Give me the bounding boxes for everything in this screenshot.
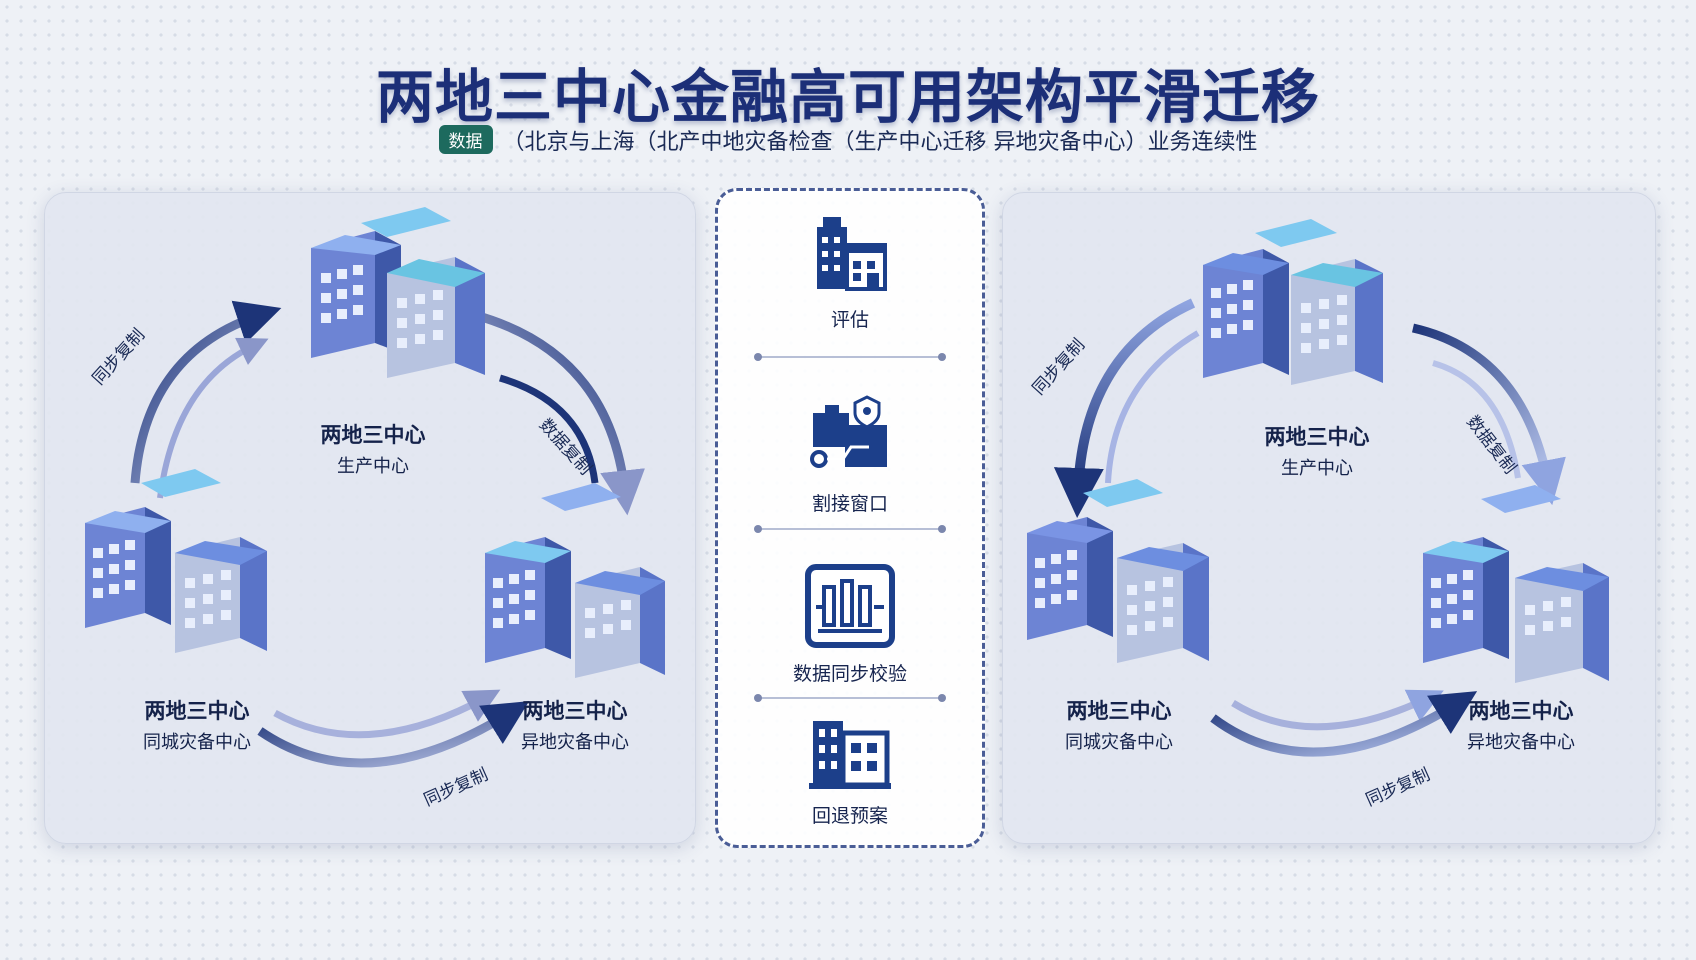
subtitle-text: （北京与上海（北产中地灾备检查（生产中心迁移 异地灾备中心）业务连续性 xyxy=(502,130,1258,155)
top-building-cluster xyxy=(1203,219,1383,385)
right-arrow-inner xyxy=(1432,360,1521,479)
right-top-label: 两地三中心 生产中心 xyxy=(1264,425,1370,479)
page-title: 两地三中心金融高可用架构平滑迁移 xyxy=(375,63,1320,131)
bottom-arrow-outer xyxy=(1210,691,1478,757)
right-br-label: 两地三中心 异地灾备中心 xyxy=(1467,699,1575,753)
bottom-arrow-inner xyxy=(1231,689,1444,731)
left-diagram xyxy=(85,207,665,768)
left-arrow-outer xyxy=(1053,298,1196,518)
bottom-arrow-outer xyxy=(257,701,530,768)
sync-check-icon xyxy=(805,564,895,648)
step-sync-check: 数据同步校验 xyxy=(718,561,982,686)
bottom-arrow-inner xyxy=(273,689,501,739)
left-architecture-panel: 两地三中心 生产中心 两地三中心 同城灾备中心 两地三中心 异地灾备中心 同步复… xyxy=(44,192,696,844)
bottom-right-building-cluster xyxy=(1423,485,1609,683)
right-diagram xyxy=(1027,219,1609,757)
bottom-right-building-cluster xyxy=(485,483,665,678)
step-label: 割接窗口 xyxy=(811,493,888,515)
step-divider xyxy=(754,525,946,533)
cutover-icon xyxy=(810,395,887,468)
right-arrow-outer xyxy=(473,310,645,516)
building-icon xyxy=(817,217,887,291)
left-bl-label: 两地三中心 同城灾备中心 xyxy=(143,699,251,753)
right-arrow-outer xyxy=(1412,323,1566,506)
right-architecture-panel: 两地三中心 生产中心 两地三中心 同城灾备中心 两地三中心 异地灾备中心 同步复… xyxy=(1002,192,1656,844)
left-arrow-inner xyxy=(1105,330,1200,484)
right-arrow-inner xyxy=(499,374,599,484)
rollback-icon xyxy=(809,721,891,789)
step-label: 回退预案 xyxy=(811,805,888,827)
step-evaluate: 评估 xyxy=(718,211,982,332)
step-rollback: 回退预案 xyxy=(718,713,982,828)
top-building-cluster xyxy=(311,207,485,378)
left-br-label: 两地三中心 异地灾备中心 xyxy=(521,699,629,753)
step-label: 评估 xyxy=(830,309,869,331)
left-top-label: 两地三中心 生产中心 xyxy=(320,423,426,477)
right-bl-label: 两地三中心 同城灾备中心 xyxy=(1065,699,1173,753)
left-arrow-inner xyxy=(157,337,269,499)
left-arrow-outer xyxy=(130,300,282,484)
step-divider xyxy=(754,694,946,702)
subtitle-badge: 数据 xyxy=(438,125,493,154)
migration-steps-panel: 评估 割接窗口 数据同步校验 xyxy=(715,188,985,848)
step-label: 数据同步校验 xyxy=(792,663,907,685)
step-divider xyxy=(754,353,946,361)
bottom-left-building-cluster xyxy=(85,469,267,653)
page-subtitle: 数据 （北京与上海（北产中地灾备检查（生产中心迁移 异地灾备中心）业务连续性 xyxy=(0,124,1696,156)
step-cutover: 割接窗口 xyxy=(718,395,982,516)
bottom-left-building-cluster xyxy=(1027,479,1209,663)
